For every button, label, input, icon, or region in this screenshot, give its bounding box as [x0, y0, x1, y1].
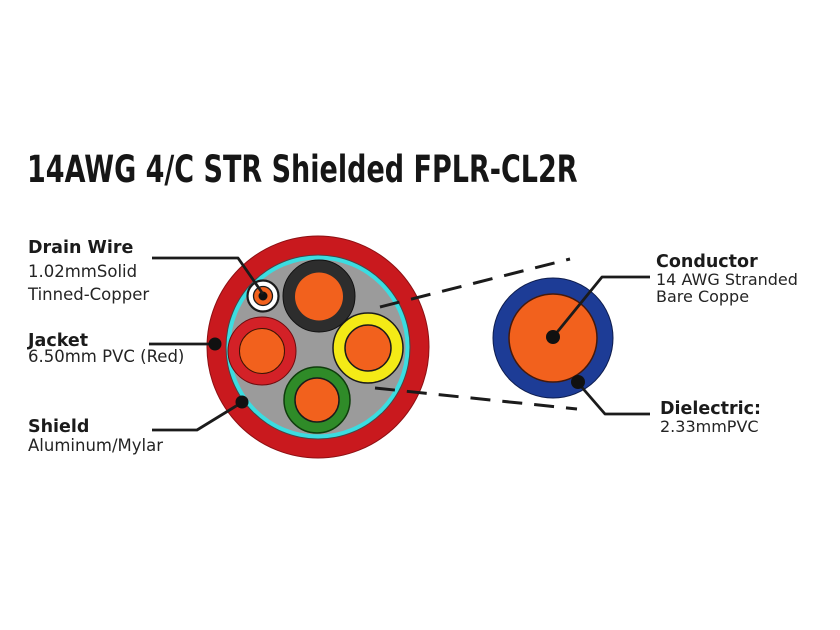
cable-cross-section	[206, 235, 430, 459]
conductor-core-yellow-wire	[344, 324, 392, 372]
dielectric-leader-line	[577, 383, 650, 416]
jacket-label-spec: 6.50mm PVC (Red)	[28, 347, 185, 366]
shield-leader-line	[152, 401, 242, 432]
conductor-label-heading: Conductor	[656, 252, 758, 272]
conductor-core-green-wire	[294, 377, 340, 423]
dielectric-label-spec: 2.33mmPVC	[660, 417, 759, 436]
drain-wire-label-material: Tinned-Copper	[28, 285, 150, 304]
drain-wire-callout-dot	[258, 291, 268, 301]
conductor-core-black-wire	[295, 272, 343, 321]
jacket-callout-dot	[208, 337, 222, 351]
conductor-label-material: Bare Coppe	[656, 287, 750, 306]
magnify-dashed-line-lower	[374, 386, 578, 411]
jacket-label-heading: Jacket	[28, 331, 89, 351]
drain-wire-leader-line	[152, 256, 265, 295]
callout-leader-lines	[149, 256, 650, 432]
shield-callout-dot	[235, 395, 249, 409]
shield-label-heading: Shield	[28, 417, 90, 437]
dielectric-label-heading: Dielectric:	[660, 399, 762, 419]
shield-label-material: Aluminum/Mylar	[28, 436, 164, 455]
conductor-core-red-wire	[239, 328, 285, 374]
drain-wire-label-spec: 1.02mmSolid	[28, 262, 138, 281]
conductor-label-spec: 14 AWG Stranded	[656, 270, 798, 289]
dielectric-callout-dot	[571, 375, 585, 389]
page-title: 14AWG 4/C STR Shielded FPLR-CL2R	[27, 148, 578, 191]
conductor-leader-line	[552, 275, 650, 337]
magnify-dashed-line-upper	[379, 257, 571, 309]
drain-wire-label-heading: Drain Wire	[28, 238, 134, 258]
conductor-callout-dot	[546, 330, 560, 344]
